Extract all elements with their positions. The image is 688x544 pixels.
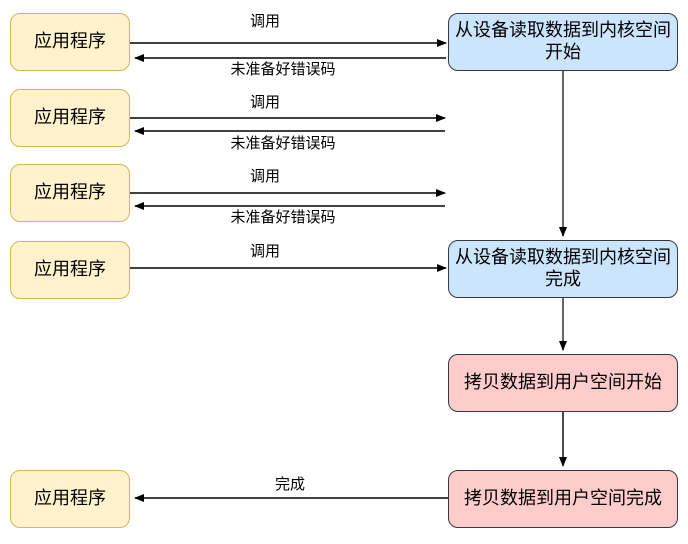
call-label-2: 调用 [249,94,281,111]
app-program-label: 应用程序 [34,107,106,128]
app-program-box-1: 应用程序 [10,13,130,71]
call-label-4: 调用 [249,243,281,260]
stage-user-copy-done-box: 拷贝数据到用户空间完成 [448,470,678,528]
stage-label: 从设备读取数据到内核空间 开始 [455,20,671,62]
app-program-label: 应用程序 [34,488,106,509]
app-program-box-2: 应用程序 [10,89,130,147]
app-program-box-4: 应用程序 [10,241,130,299]
stage-label: 从设备读取数据到内核空间 完成 [455,247,671,289]
app-program-label: 应用程序 [34,259,106,280]
done-label: 完成 [274,476,306,493]
app-program-box-3: 应用程序 [10,164,130,222]
stage-kernel-read-done-box: 从设备读取数据到内核空间 完成 [448,240,678,298]
stage-label: 拷贝数据到用户空间开始 [464,372,662,393]
app-program-label: 应用程序 [34,182,106,203]
stage-kernel-read-start-box: 从设备读取数据到内核空间 开始 [448,13,678,71]
call-label-1: 调用 [249,13,281,30]
stage-label: 拷贝数据到用户空间完成 [464,488,662,509]
error-label-3: 未准备好错误码 [230,209,336,226]
app-program-label: 应用程序 [34,31,106,52]
stage-user-copy-start-box: 拷贝数据到用户空间开始 [448,354,678,412]
app-program-box-5: 应用程序 [10,470,130,528]
call-label-3: 调用 [249,168,281,185]
error-label-1: 未准备好错误码 [230,61,336,78]
error-label-2: 未准备好错误码 [230,135,336,152]
